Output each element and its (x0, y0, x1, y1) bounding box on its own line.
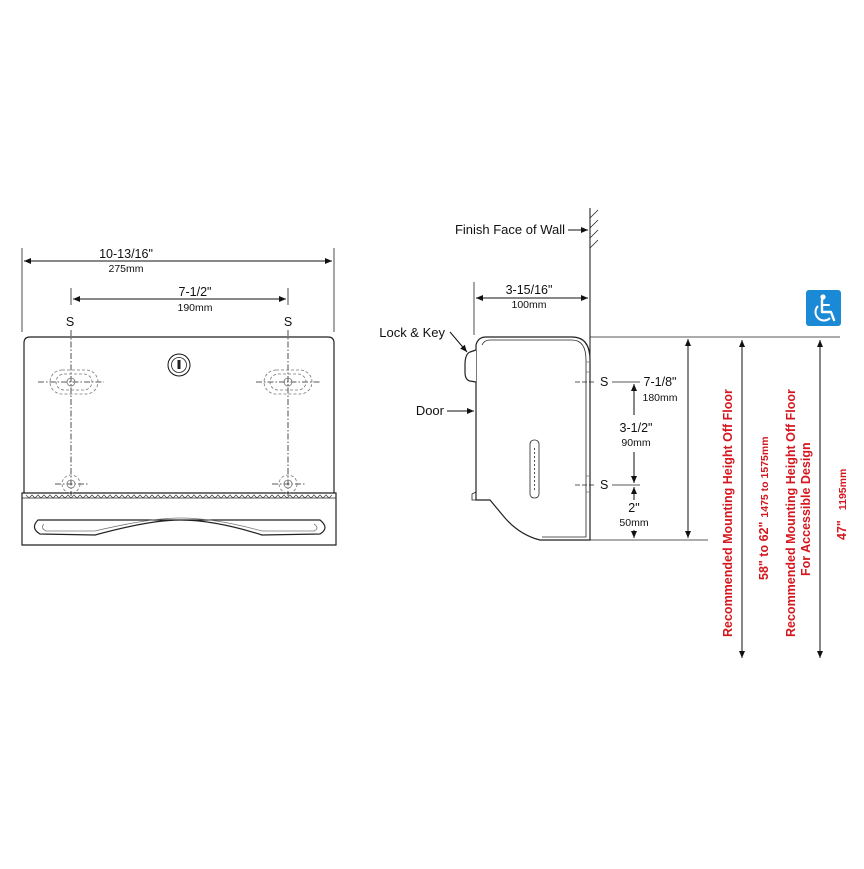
side-screw-label-top: S (600, 375, 608, 389)
side-view: Finish Face of Wall 3-15/16" 100mm Lock … (379, 208, 840, 541)
side-depth-label: 3-15/16" (506, 283, 553, 297)
mounting-hole-right (278, 474, 298, 494)
towel-slot (33, 519, 326, 536)
front-keyhole (177, 360, 181, 369)
side-height-label: 7-1/8" (644, 375, 677, 389)
mounting-hole-left (61, 474, 81, 494)
side-cabinet-inner (481, 339, 587, 538)
side-lock-icon (464, 349, 477, 383)
towel-window (529, 439, 540, 499)
front-screw-spacing-label: 7-1/2" (179, 285, 212, 299)
rec-height-value-group: 58" to 62" 1475 to 1575mm (757, 436, 771, 580)
ada-height-label-1: Recommended Mounting Height Off Floor (784, 389, 798, 637)
front-cabinet-body (23, 336, 335, 496)
front-view: 10-13/16" 275mm 7-1/2" 190mm S S (21, 247, 337, 546)
side-depth-mm-label: 100mm (511, 299, 546, 311)
finish-face-label: Finish Face of Wall (455, 222, 565, 237)
lock-key-arrow (449, 331, 468, 353)
side-screw-label-bottom: S (600, 478, 608, 492)
front-lock-inner (171, 357, 187, 373)
front-screw-label-left: S (66, 315, 74, 329)
towel-slot-inner (42, 517, 318, 532)
lock-key-label: Lock & Key (379, 325, 445, 340)
front-width-mm-label: 275mm (108, 263, 143, 275)
rec-height-value: 58" to 62" (757, 522, 771, 580)
side-lip (471, 491, 486, 501)
front-lock-icon (167, 353, 191, 377)
screw-marks (586, 361, 590, 493)
front-screw-spacing-mm-label: 190mm (177, 302, 212, 314)
wheelchair-icon (806, 290, 841, 326)
front-screw-label-right: S (284, 315, 292, 329)
ada-height-value: 47" (835, 520, 849, 540)
side-cabinet-body (475, 336, 591, 541)
side-bottom-offset-label: 2" (628, 501, 639, 515)
ada-height-label-2: For Accessible Design (799, 442, 813, 576)
side-screw-spacing-mm-label: 90mm (621, 437, 650, 449)
side-height-mm-label: 180mm (642, 392, 677, 404)
mounting-slot-left (49, 369, 99, 395)
ada-height-value-mm: 1195mm (837, 469, 849, 510)
front-width-label: 10-13/16" (99, 247, 153, 261)
tray-serration (25, 494, 333, 499)
rec-height-value-mm: 1475 to 1575mm (759, 436, 771, 517)
side-screw-spacing-label: 3-1/2" (620, 421, 653, 435)
mounting-slot-right (263, 369, 313, 395)
door-label: Door (416, 403, 445, 418)
mounting-heights: Recommended Mounting Height Off Floor 58… (721, 290, 849, 658)
wall-hatch (589, 209, 599, 249)
ada-height-value-group: 47" 1195mm (835, 469, 849, 540)
side-bottom-offset-mm-label: 50mm (619, 517, 648, 529)
front-dispenser-tray (21, 492, 337, 546)
rec-height-label: Recommended Mounting Height Off Floor (721, 389, 735, 637)
